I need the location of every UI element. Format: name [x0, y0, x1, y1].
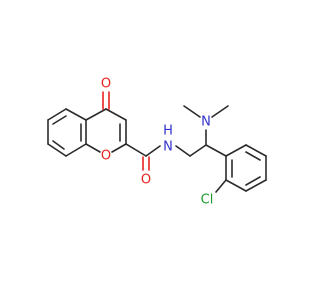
structure-svg: O O O N H N Cl: [47, 77, 267, 208]
amine-nitrogen-label: N: [201, 115, 211, 130]
amide-hydrogen-label: H: [163, 124, 173, 139]
chlorine-label: Cl: [201, 193, 214, 208]
dimethylamino-group: [183, 105, 229, 146]
chlorophenyl-ring: [205, 144, 267, 193]
molecule-diagram: O O O N H N Cl: [47, 77, 267, 208]
amide-oxygen-label: O: [141, 173, 151, 188]
ring-oxygen-label: O: [101, 149, 111, 164]
amide-group: [125, 143, 207, 171]
amide-nitrogen-label: N: [163, 140, 173, 155]
ketone-oxygen-label: O: [101, 77, 111, 92]
benzo-ring: [47, 108, 87, 157]
pyranone-ring: [85, 91, 127, 153]
